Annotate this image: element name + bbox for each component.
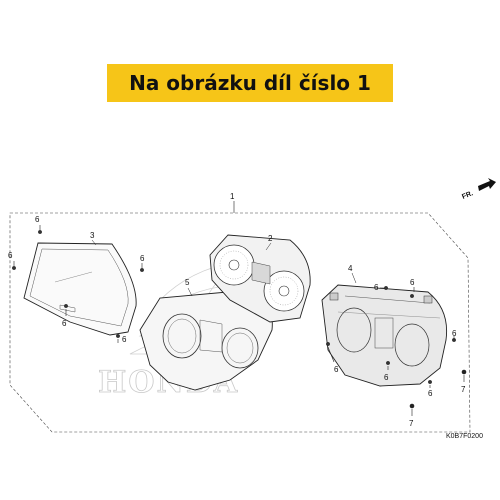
callout-6j: 6 (384, 373, 389, 382)
callout-5: 5 (185, 278, 190, 287)
screw-markers (12, 225, 456, 388)
callout-6k: 6 (428, 389, 433, 398)
callout-6e: 6 (122, 335, 127, 344)
front-direction-arrow: FR. (461, 178, 496, 201)
bezel (139, 289, 273, 391)
callout-1: 1 (230, 192, 235, 201)
callout-6f: 6 (374, 283, 379, 292)
lower-case (321, 284, 448, 387)
callout-6g: 6 (410, 278, 415, 287)
lens-cover (23, 242, 137, 336)
callout-6d: 6 (62, 319, 67, 328)
callout-6c: 6 (140, 254, 145, 263)
callout-2: 2 (268, 234, 273, 243)
callout-4: 4 (348, 264, 353, 273)
callout-7a: 7 (461, 385, 466, 394)
callout-7b: 7 (409, 419, 414, 428)
callout-6i: 6 (334, 365, 339, 374)
diagram-code: K0B7F0200 (446, 433, 483, 440)
banner-text: Na obrázku díl číslo 1 (129, 71, 371, 95)
assembly-boundary (9, 212, 471, 433)
grommet-markers (409, 369, 467, 416)
callout-3: 3 (90, 231, 95, 240)
part-number-banner: Na obrázku díl číslo 1 (107, 64, 393, 102)
callout-6h: 6 (452, 329, 457, 338)
callout-6b: 6 (8, 251, 13, 260)
fr-label: FR. (461, 190, 474, 201)
display-module (209, 234, 311, 323)
callout-6a: 6 (35, 215, 40, 224)
